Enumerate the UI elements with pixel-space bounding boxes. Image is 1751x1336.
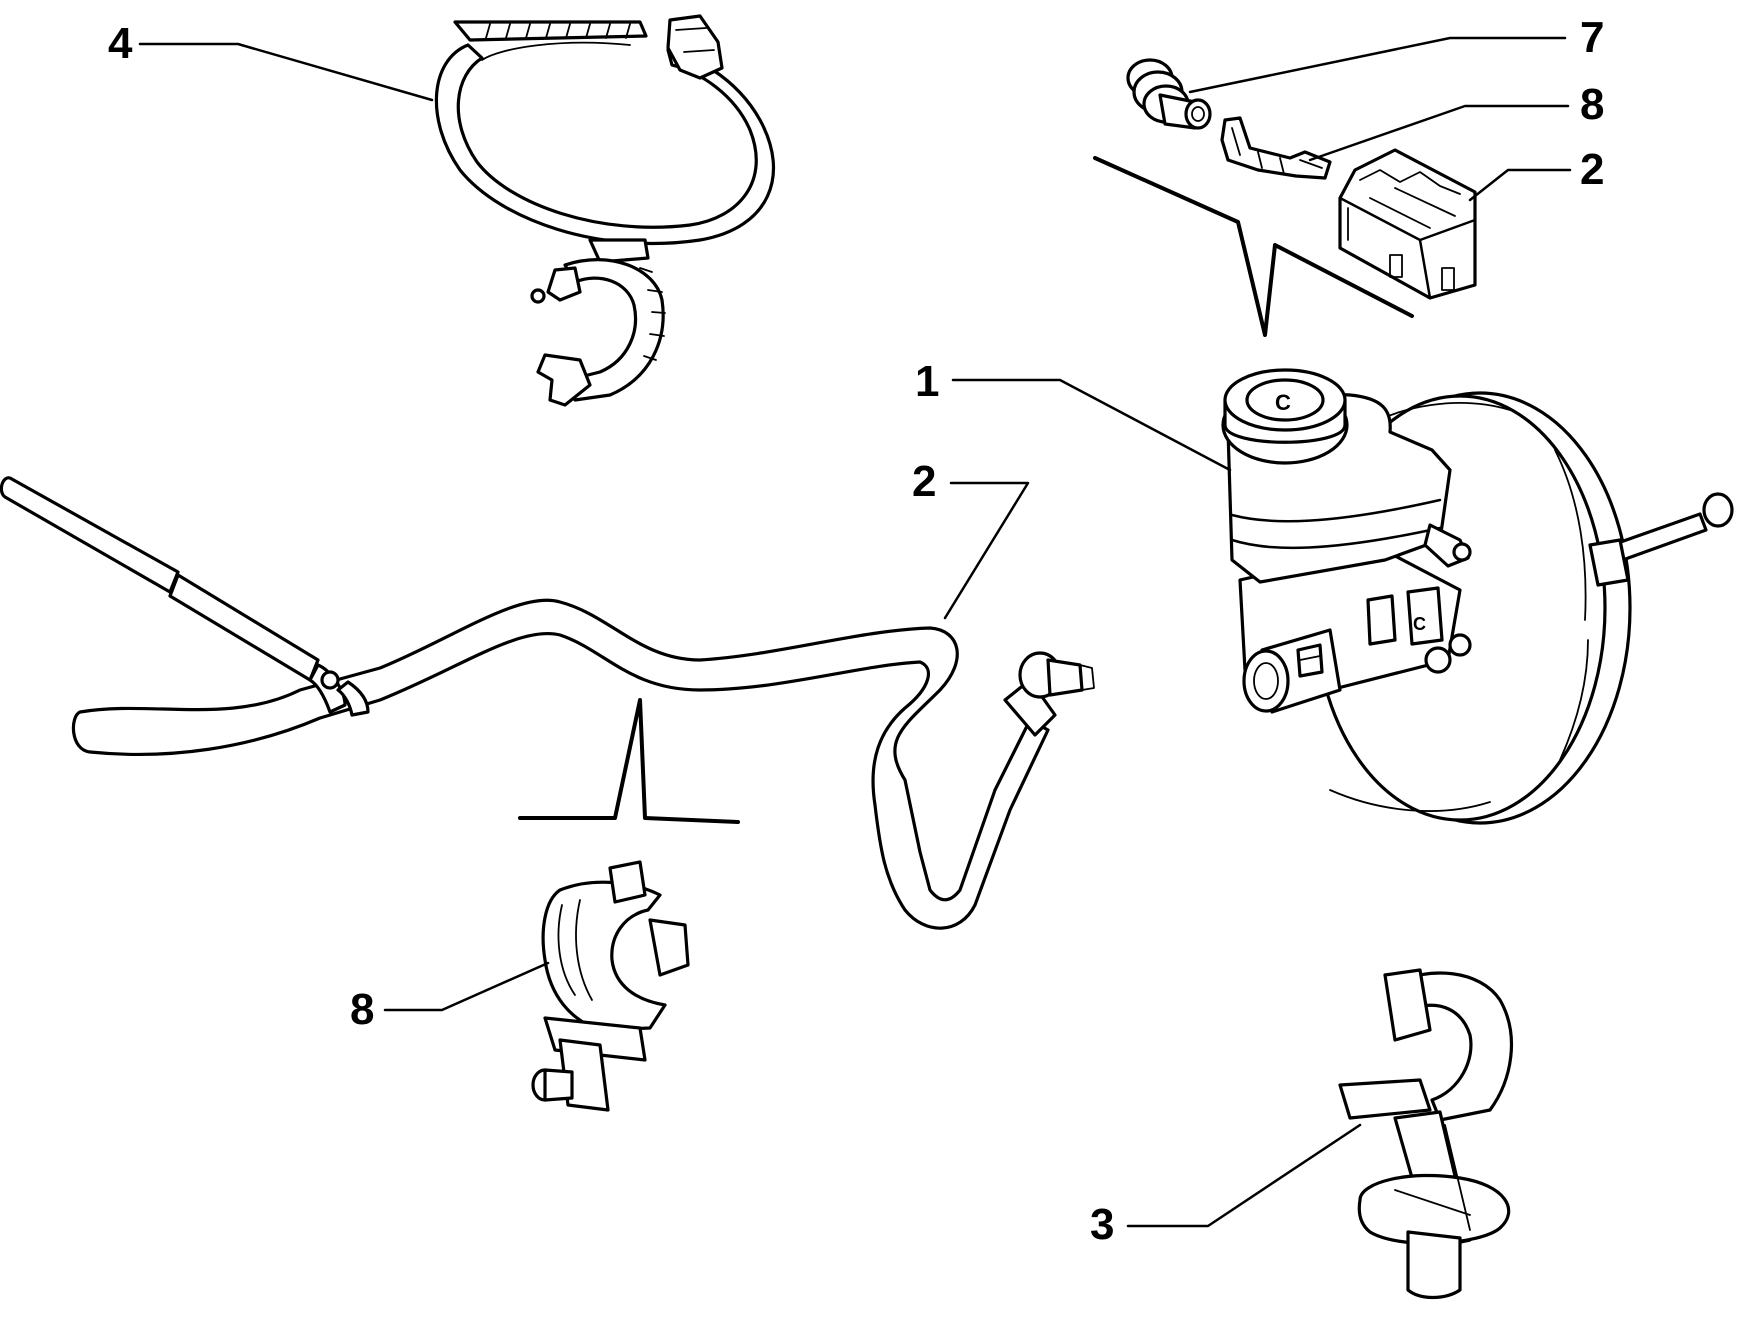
leader-8-bottom: [383, 961, 550, 1012]
callout-8-bottom: 8: [350, 985, 375, 1034]
svg-text:C: C: [1413, 614, 1426, 634]
terminal-part-8: [1220, 116, 1332, 180]
callout-3: 3: [1090, 1200, 1115, 1249]
band-clamp-part-4: [434, 14, 776, 407]
hose-clip-part-8: [531, 860, 690, 1112]
vacuum-hose-part-2: [0, 476, 1095, 930]
group-bracket-bottom: [518, 698, 740, 824]
leader-2-top: [1468, 168, 1572, 202]
callout-8-top: 8: [1580, 80, 1605, 129]
brake-booster-part-1: C C: [1221, 368, 1734, 825]
mounting-clip-part-3: [1338, 968, 1514, 1300]
leader-1: [951, 378, 1232, 472]
connector-housing-part-2: [1338, 148, 1477, 300]
leader-8-top: [1308, 104, 1570, 162]
callout-7: 7: [1580, 13, 1605, 62]
callout-1: 1: [915, 357, 940, 406]
grommet-part-7: [1126, 58, 1212, 130]
svg-text:C: C: [1275, 390, 1291, 415]
callout-2-top: 2: [1580, 145, 1605, 194]
group-bracket-top: [1093, 156, 1414, 337]
leader-4: [138, 42, 434, 102]
leader-7: [1188, 36, 1567, 94]
leader-2-hose: [943, 481, 1030, 620]
callout-2-hose: 2: [912, 457, 937, 506]
leader-3: [1126, 1123, 1362, 1228]
callout-4: 4: [108, 19, 133, 68]
